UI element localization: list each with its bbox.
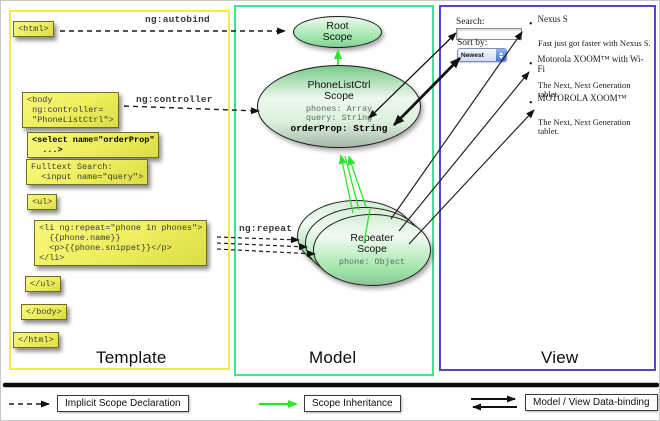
phone-list-item: Nexus S Fast just got faster with Nexus … bbox=[529, 14, 651, 48]
phone-list-item: Motorola XOOM™ with Wi-Fi The Next, Next… bbox=[529, 54, 651, 99]
phone-desc: The Next, Next Generation tablet. bbox=[538, 117, 631, 136]
sort-select-value: Newest bbox=[461, 51, 484, 59]
ng-controller-label: ng:controller bbox=[136, 94, 213, 105]
legend-data-binding: Model / View Data-binding bbox=[525, 394, 658, 411]
root-scope-label: Root Scope bbox=[322, 20, 353, 43]
repeater-scope-ellipse: Repeater Scope phone: Object bbox=[313, 214, 431, 286]
model-column-label: Model bbox=[309, 348, 357, 367]
phone-title: Nexus S bbox=[537, 14, 568, 24]
code-body-close: </body> bbox=[21, 304, 67, 320]
ng-autobind-label: ng:autobind bbox=[145, 14, 210, 25]
phonelistctrl-scope-label: PhoneListCtrl Scope bbox=[307, 78, 371, 102]
phone-desc: Fast just got faster with Nexus S. bbox=[538, 38, 651, 48]
code-ul-close: </ul> bbox=[25, 276, 61, 292]
view-column-label: View bbox=[541, 348, 579, 367]
ng-repeat-label: ng:repeat bbox=[239, 223, 293, 234]
bullet-icon bbox=[529, 93, 538, 111]
sort-by-label: Sort by: bbox=[457, 38, 488, 48]
repeater-scope-prop: phone: Object bbox=[338, 257, 406, 267]
code-li-repeat: <li ng:repeat="phone in phones"> {{phone… bbox=[34, 220, 208, 266]
root-scope-ellipse: Root Scope bbox=[293, 16, 382, 48]
legend-scope-inheritance: Scope Inheritance bbox=[304, 395, 401, 412]
phone-title: MOTOROLA XOOM™ bbox=[537, 93, 627, 103]
phonelistctrl-scope-props: phones: Array query: String bbox=[305, 103, 373, 123]
code-html-open: <html> bbox=[13, 21, 54, 37]
phonelistctrl-scope-orderprop: orderProp: String bbox=[290, 122, 388, 134]
code-body-open: <body ng:controller= "PhoneListCtrl"> bbox=[22, 92, 119, 128]
sort-select[interactable]: Newest bbox=[457, 48, 507, 62]
repeater-scope-label: Repeater Scope bbox=[350, 232, 394, 255]
phone-title: Motorola XOOM™ with Wi-Fi bbox=[537, 54, 644, 74]
code-ul-open: <ul> bbox=[27, 194, 58, 210]
phone-list-item: MOTOROLA XOOM™ The Next, Next Generation… bbox=[529, 93, 651, 136]
phonelistctrl-scope-ellipse: PhoneListCtrl Scope phones: Array query:… bbox=[257, 65, 421, 148]
phone-desc: The Next, Next Generation tablet. bbox=[538, 80, 631, 99]
code-html-close: </html> bbox=[13, 332, 59, 348]
model-column bbox=[234, 5, 434, 376]
legend-implicit-scope: Implicit Scope Declaration bbox=[57, 395, 189, 412]
search-label: Search: bbox=[456, 17, 485, 27]
code-fulltext-search: Fulltext Search: <input name="query"> bbox=[26, 159, 149, 185]
code-select: <select name="orderProp" ...> bbox=[27, 132, 160, 158]
bullet-icon bbox=[529, 54, 538, 72]
bullet-icon bbox=[529, 14, 538, 32]
dropdown-stepper-icon bbox=[496, 49, 506, 61]
template-column-label: Template bbox=[96, 348, 167, 367]
